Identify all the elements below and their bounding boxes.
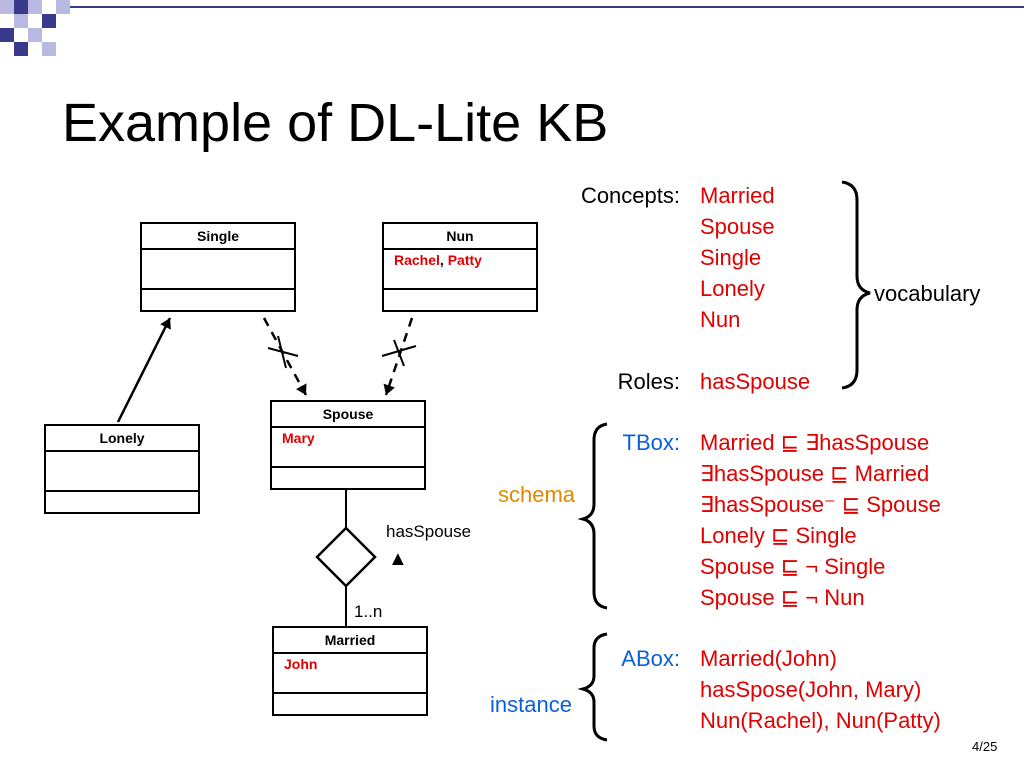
spouse-disjoint-single-line [262,317,308,396]
instance-brace [577,632,608,742]
class-single-instances [142,250,294,290]
concept-item: Lonely [700,276,765,301]
deco-square [14,42,28,56]
relation-label: hasSpouse [386,522,472,541]
tbox-axiom: Married ⊑ ∃hasSpouse [700,430,930,455]
page-number: 4/25 [972,739,998,754]
class-single-name: Single [142,224,294,250]
tbox-label: TBox: [622,430,680,455]
association-diamond [315,526,377,588]
deco-square [0,28,14,42]
class-spouse: Spouse Mary [270,400,426,490]
tbox-axiom: Lonely ⊑ Single [700,523,857,548]
concept-item: Married [700,183,775,208]
concept-item: Single [700,245,762,270]
disjoint-cross [277,335,287,369]
class-lonely-name: Lonely [46,426,198,452]
role-item: hasSpouse [700,369,811,394]
deco-square [42,14,56,28]
tbox-axiom: ∃hasSpouse ⊑ Married [700,461,930,486]
class-spouse-name: Spouse [272,402,424,428]
schema-label: schema [498,482,576,507]
abox-assertion: hasSpose(John, Mary) [700,677,922,702]
deco-square [0,0,14,14]
class-married-name: Married [274,628,426,654]
deco-square [14,14,28,28]
deco-square [56,0,70,14]
abox-assertion: Married(John) [700,646,837,671]
class-lonely-instances [46,452,198,492]
multiplicity-label: 1..n [354,602,383,621]
schema-brace [577,422,608,610]
abox-assertion: Nun(Rachel), Nun(Patty) [700,708,941,733]
instance-rachel: Rachel [394,252,440,268]
vocabulary-brace [841,180,871,390]
deco-square [42,42,56,56]
concept-item: Nun [700,307,741,332]
class-spouse-instances: Mary [272,428,424,468]
instance-patty: Patty [447,252,482,268]
class-married-instances: John [274,654,426,694]
concepts-list: Married Spouse Single Lonely Nun [700,180,775,335]
vocabulary-label: vocabulary [874,281,981,306]
roles-label: Roles: [617,369,680,394]
class-nun-instances: Rachel, Patty [384,250,536,290]
tbox-axiom: ∃hasSpouse⁻ ⊑ Spouse [700,492,941,517]
disjoint-cross [393,339,405,367]
tbox-axiom: Spouse ⊑ ¬ Single [700,554,886,579]
spouse-disjoint-nun-line [383,317,414,396]
deco-square [28,28,42,42]
abox-assertions: Married(John) hasSpose(John, Mary) Nun(R… [700,643,941,736]
concept-item: Spouse [700,214,775,239]
abox-label: ABox: [621,646,680,671]
instance-separator: , [439,252,448,268]
tbox-axioms: Married ⊑ ∃hasSpouse ∃hasSpouse ⊑ Marrie… [700,427,941,613]
instance-label: instance [490,692,572,717]
deco-square [28,0,42,14]
deco-bar [70,6,1024,8]
class-nun-name: Nun [384,224,536,250]
class-married: Married John [272,626,428,716]
deco-square [14,0,28,14]
tbox-axiom: Spouse ⊑ ¬ Nun [700,585,865,610]
relation-direction-glyph: ▲ [388,548,408,570]
class-nun: Nun Rachel, Patty [382,222,538,312]
class-lonely: Lonely [44,424,200,514]
lonely-to-single-arrow [116,317,172,423]
class-single: Single [140,222,296,312]
slide-title: Example of DL-Lite KB [62,93,609,153]
concepts-label: Concepts: [580,183,680,208]
